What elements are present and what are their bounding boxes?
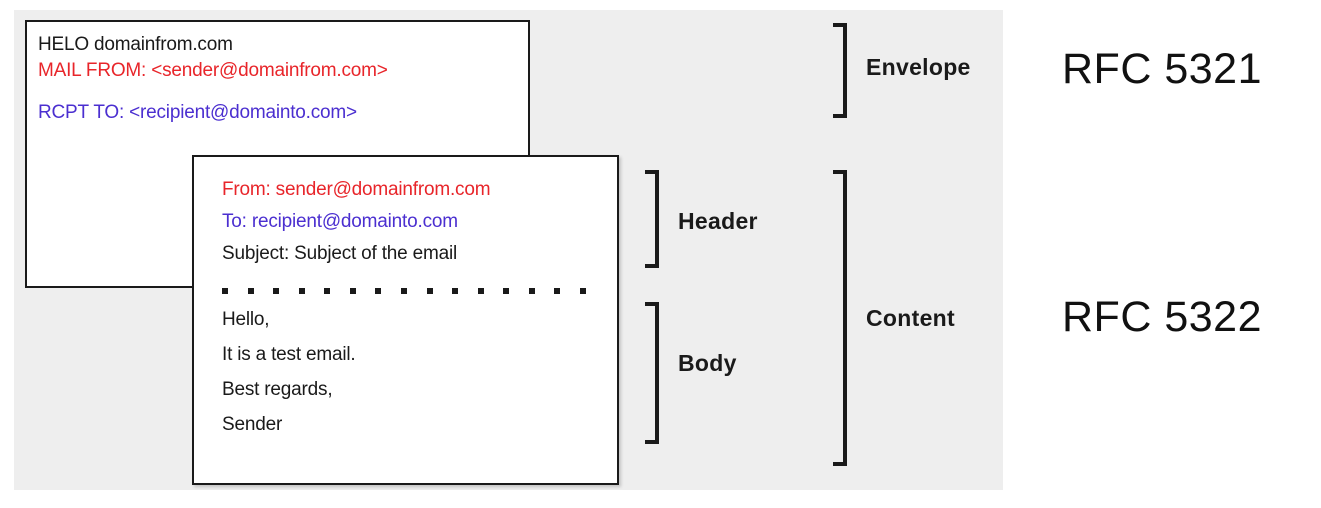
rfc-5321-label: RFC 5321 [1062, 45, 1262, 93]
body-label: Body [678, 350, 737, 376]
separator-dot [579, 288, 586, 294]
envelope-line-mail-from: MAIL FROM: <sender@domainfrom.com> [38, 60, 388, 81]
separator-dot [273, 288, 280, 294]
separator-dot [503, 288, 510, 294]
separator-dot [477, 288, 484, 294]
header-body-separator [222, 287, 586, 295]
separator-dot [324, 288, 331, 294]
envelope-line-helo: HELO domainfrom.com [38, 34, 233, 55]
envelope-line-rcpt-to: RCPT TO: <recipient@domainto.com> [38, 102, 357, 123]
separator-dot [426, 288, 433, 294]
message-body-line-2: It is a test email. [222, 344, 356, 365]
separator-dot [349, 288, 356, 294]
separator-dot [554, 288, 561, 294]
message-header-to: To: recipient@domainto.com [222, 211, 458, 232]
envelope-label: Envelope [866, 54, 971, 80]
separator-dot [247, 288, 254, 294]
message-body-line-4: Sender [222, 414, 283, 435]
content-label: Content [866, 305, 955, 331]
header-bracket [645, 170, 659, 268]
separator-dot [400, 288, 407, 294]
envelope-bracket [833, 23, 847, 118]
separator-dot [222, 288, 228, 294]
message-header-subject: Subject: Subject of the email [222, 243, 458, 264]
separator-dot [528, 288, 535, 294]
separator-dot [452, 288, 459, 294]
message-box [192, 155, 619, 485]
body-bracket [645, 302, 659, 444]
message-header-from: From: sender@domainfrom.com [222, 179, 491, 200]
message-body-line-3: Best regards, [222, 379, 333, 400]
separator-dot [375, 288, 382, 294]
rfc-5322-label: RFC 5322 [1062, 293, 1262, 341]
separator-dot [298, 288, 305, 294]
header-label: Header [678, 208, 758, 234]
content-bracket [833, 170, 847, 466]
message-body-line-1: Hello, [222, 309, 270, 330]
